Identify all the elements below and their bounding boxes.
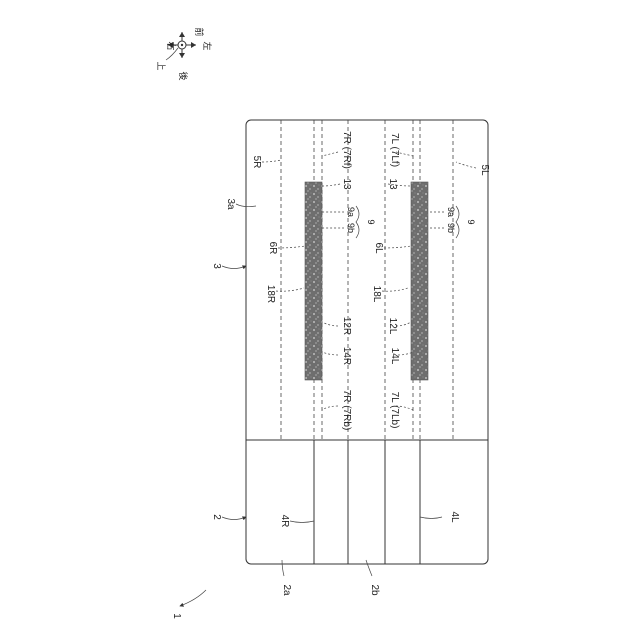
label-5R: 5R [251, 156, 262, 169]
compass-label-left: 左 [201, 41, 213, 50]
compass-label-front: 前 [193, 27, 205, 36]
leader-7Rb [322, 406, 338, 410]
label-9aR: 9a [346, 207, 356, 217]
compass-center-dot [181, 44, 183, 46]
leader-13R [322, 184, 340, 186]
label-13R: 13 [341, 178, 352, 190]
leader-14R [322, 352, 338, 355]
leader-1 [180, 590, 206, 606]
label-5L: 5L [479, 164, 490, 176]
label-4L: 4L [449, 511, 460, 523]
compass-arrow-front [191, 42, 196, 48]
label-2a: 2a [281, 584, 292, 596]
label-9R: 9 [366, 219, 376, 224]
reference-labels: 1 2 2a 2b 3 3a 4R 4L 5R 5L 6R 6L 7R (7Rf… [171, 131, 490, 619]
label-13L: 13 [387, 178, 398, 190]
label-7Rb: 7R (7Rb) [341, 390, 352, 431]
label-2: 2 [211, 514, 222, 520]
heater-region-left [411, 182, 428, 380]
leader-5L [456, 162, 476, 168]
compass-label-right: 右 [165, 41, 177, 50]
leader-7Rf [322, 152, 338, 156]
label-9bR: 9b [346, 223, 356, 233]
direction-compass: 前 右 左 上 後 [155, 27, 213, 80]
leader-2 [222, 517, 246, 520]
label-12L: 12L [387, 318, 398, 335]
compass-arrow-left [179, 53, 185, 58]
label-4R: 4R [279, 515, 290, 528]
label-2b: 2b [369, 584, 380, 596]
leader-6L [384, 246, 411, 248]
label-6R: 6R [267, 242, 278, 255]
leader-4L [420, 517, 442, 519]
compass-arrow-right [179, 32, 185, 37]
body-outline [246, 120, 488, 564]
leader-2a [282, 560, 284, 576]
label-6L: 6L [373, 242, 384, 254]
heater-region-right [305, 182, 322, 380]
label-7Lf: 7L (7Lf) [389, 133, 400, 167]
leader-2b [366, 560, 372, 576]
label-12R: 12R [341, 317, 352, 335]
label-9L: 9 [466, 219, 476, 224]
label-18R: 18R [265, 285, 276, 303]
leader-5R [262, 160, 281, 162]
label-9aL: 9a [446, 207, 456, 217]
device-body [246, 120, 488, 564]
label-18L: 18L [371, 286, 382, 303]
label-3: 3 [211, 263, 222, 269]
label-14R: 14R [341, 347, 352, 365]
leader-6R [278, 246, 305, 248]
label-7Rf: 7R (7Rf) [341, 131, 352, 169]
leader-18L [382, 288, 408, 291]
leader-4R [290, 521, 314, 523]
leader-3 [222, 266, 246, 269]
compass-label-up: 上 [155, 61, 166, 70]
label-9bL: 9b [446, 223, 456, 233]
leader-12R [322, 322, 338, 326]
label-3a: 3a [225, 198, 236, 210]
label-14L: 14L [389, 348, 400, 365]
leader-18R [276, 288, 304, 291]
leader-lines [180, 152, 476, 606]
compass-label-back: 後 [177, 71, 189, 80]
label-1: 1 [171, 613, 182, 619]
label-7Lb: 7L (7Lb) [389, 392, 400, 429]
